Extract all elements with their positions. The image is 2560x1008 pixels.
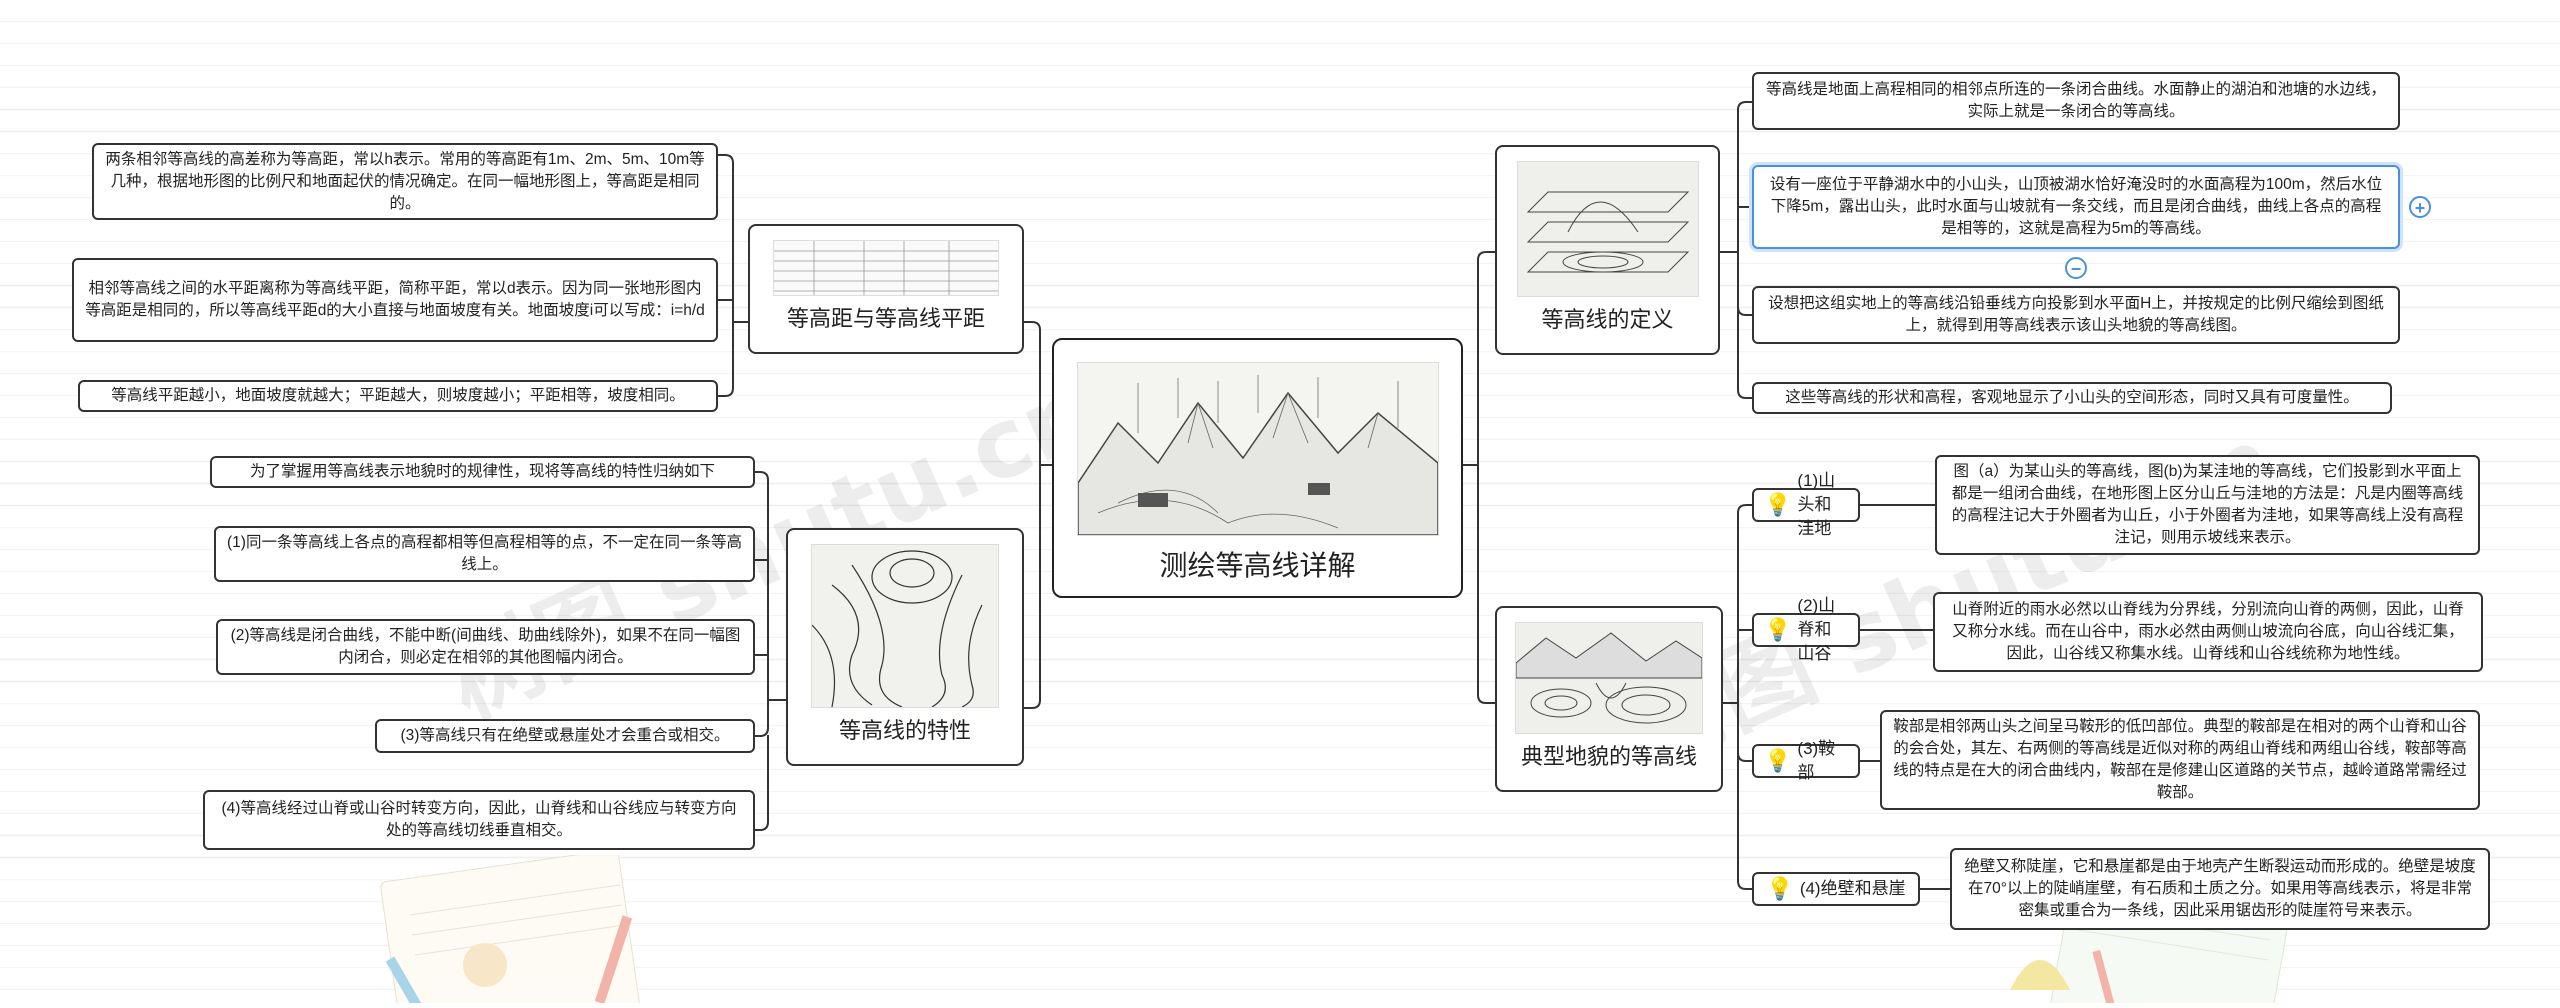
subtopic-cliff[interactable]: 💡 (4)绝壁和悬崖 bbox=[1752, 872, 1920, 906]
subtopic-ridge-valley[interactable]: 💡 (2)山脊和山谷 bbox=[1752, 596, 1860, 663]
subtopic-saddle[interactable]: 💡 (3)鞍部 bbox=[1752, 739, 1860, 782]
hill-depression-text[interactable]: 图（a）为某山头的等高线，图(b)为某洼地的等高线，它们投影到水平面上都是一组闭… bbox=[1935, 455, 2480, 555]
central-topic-label: 测绘等高线详解 bbox=[1159, 550, 1356, 581]
topic-contour-interval[interactable]: 等高距与等高线平距 bbox=[748, 224, 1024, 354]
topic-contour-characteristics[interactable]: 等高线的特性 bbox=[786, 528, 1024, 766]
ridge-valley-text[interactable]: 山脊附近的雨水必然以山脊线为分界线，分别流向山脊的两侧，因此，山脊又称分水线。而… bbox=[1933, 592, 2483, 672]
saddle-text[interactable]: 鞍部是相邻两山头之间呈马鞍形的低凹部位。典型的鞍部是在相对的两个山脊和山谷的会合… bbox=[1880, 710, 2480, 810]
landscape-image bbox=[1076, 362, 1439, 536]
lightbulb-icon: 💡 bbox=[1766, 876, 1794, 901]
lake-hill-example[interactable]: 设有一座位于平静湖水中的小山头，山顶被湖水恰好淹没时的水面高程为100m，然后水… bbox=[1752, 165, 2400, 249]
projection-text[interactable]: 设想把这组实地上的等高线沿铅垂线方向投影到水平面H上，并按规定的比例尺缩绘到图纸… bbox=[1752, 286, 2400, 344]
stationery-illustration bbox=[370, 849, 670, 1008]
subtopic-label: (2)山脊和山谷 bbox=[1797, 596, 1836, 663]
topic-typical-landforms[interactable]: 典型地貌的等高线 bbox=[1495, 606, 1723, 792]
lightbulb-icon: 💡 bbox=[1764, 492, 1792, 517]
table-image bbox=[773, 240, 999, 296]
contour-sketch-image bbox=[811, 544, 999, 708]
subtopic-hill-depression[interactable]: 💡 (1)山头和洼地 bbox=[1752, 471, 1860, 538]
subtopic-label: (3)鞍部 bbox=[1797, 739, 1836, 782]
topic-label: 典型地貌的等高线 bbox=[1520, 744, 1697, 769]
characteristic-4[interactable]: (4)等高线经过山脊或山谷时转变方向，因此，山脊线和山谷线应与转变方向处的等高线… bbox=[203, 790, 755, 850]
characteristic-3[interactable]: (3)等高线只有在绝壁或悬崖处才会重合或相交。 bbox=[375, 719, 755, 753]
topic-label: 等高距与等高线平距 bbox=[786, 306, 985, 331]
hill-layers-image bbox=[1516, 161, 1699, 297]
subtopic-label: (4)绝壁和悬崖 bbox=[1799, 879, 1906, 898]
spatial-form-text[interactable]: 这些等高线的形状和高程，客观地显示了小山头的空间形态，同时又具有可度量性。 bbox=[1752, 382, 2392, 414]
collapse-minus-icon[interactable]: − bbox=[2065, 257, 2087, 279]
contour-interval-definition[interactable]: 两条相邻等高线的高差称为等高距，常以h表示。常用的等高距有1m、2m、5m、10… bbox=[92, 143, 718, 220]
landform-image bbox=[1515, 622, 1703, 734]
topic-label: 等高线的特性 bbox=[838, 718, 971, 743]
cliff-text[interactable]: 绝壁又称陡崖，它和悬崖都是由于地壳产生断裂运动而形成的。绝壁是坡度在70°以上的… bbox=[1950, 848, 2490, 930]
subtopic-label: (1)山头和洼地 bbox=[1797, 471, 1836, 538]
definition-text[interactable]: 等高线是地面上高程相同的相邻点所连的一条闭合曲线。水面静止的湖泊和池塘的水边线，… bbox=[1752, 72, 2400, 130]
expand-plus-icon[interactable]: + bbox=[2409, 196, 2431, 218]
horizontal-distance-definition[interactable]: 相邻等高线之间的水平距离称为等高线平距，简称平距，常以d表示。因为同一张地形图内… bbox=[72, 258, 718, 342]
topic-label: 等高线的定义 bbox=[1541, 307, 1674, 332]
slope-relation[interactable]: 等高线平距越小，地面坡度就越大；平距越大，则坡度越小；平距相等，坡度相同。 bbox=[78, 380, 718, 412]
central-topic[interactable]: 测绘等高线详解 bbox=[1052, 338, 1463, 598]
characteristics-intro[interactable]: 为了掌握用等高线表示地貌时的规律性，现将等高线的特性归纳如下 bbox=[210, 456, 755, 488]
lightbulb-icon: 💡 bbox=[1764, 748, 1792, 773]
characteristic-2[interactable]: (2)等高线是闭合曲线，不能中断(间曲线、助曲线除外)，如果不在同一幅图内闭合，… bbox=[216, 619, 755, 675]
characteristic-1[interactable]: (1)同一条等高线上各点的高程都相等但高程相等的点，不一定在同一条等高线上。 bbox=[214, 526, 755, 582]
topic-contour-definition[interactable]: 等高线的定义 bbox=[1495, 145, 1720, 355]
lightbulb-icon: 💡 bbox=[1764, 617, 1792, 642]
